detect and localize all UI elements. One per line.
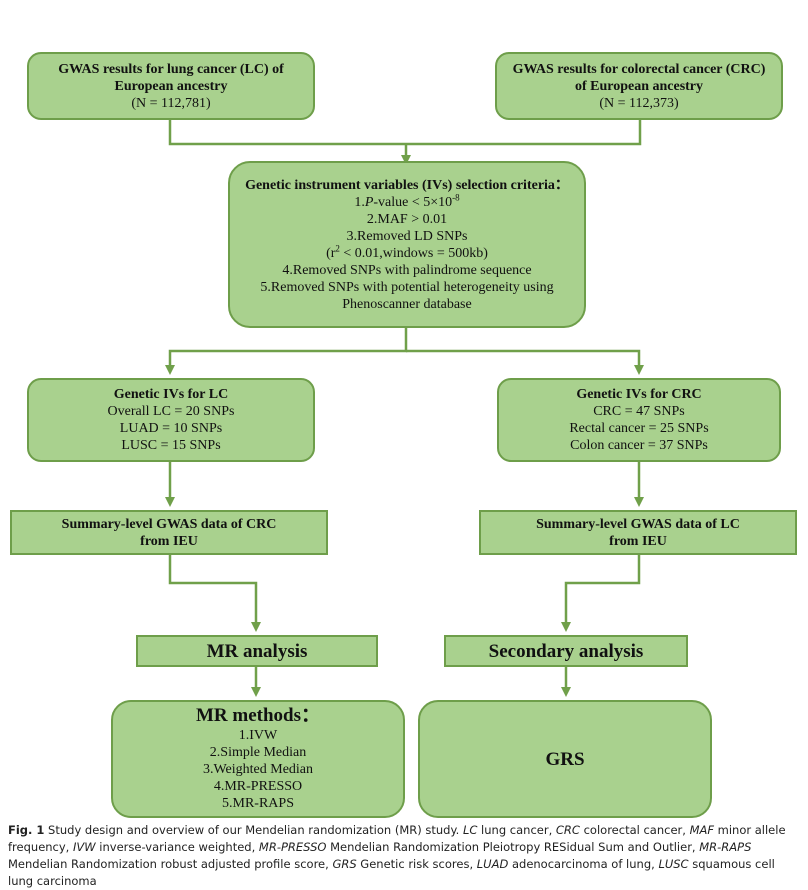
ivs-crc-item: Colon cancer = 37 SNPs	[570, 438, 708, 453]
gwas-lc-line1: GWAS results for lung cancer (LC) of	[58, 61, 284, 77]
criteria-item-5: 5.Removed SNPs with potential heterogene…	[260, 279, 554, 295]
mr-analysis-box: MR analysis	[136, 635, 378, 667]
secondary-analysis-label: Secondary analysis	[488, 640, 644, 662]
gwas-crc-box: GWAS results for colorectal cancer (CRC)…	[495, 52, 783, 120]
selection-criteria-box: Genetic instrument variables (IVs) selec…	[228, 161, 586, 328]
criteria-item-4: 4.Removed SNPs with palindrome sequence	[282, 262, 532, 278]
gwas-crc-line2: of European ancestry	[574, 78, 704, 94]
gwas-crc-line3: (N = 112,373)	[599, 95, 679, 111]
criteria-title: Genetic instrument variables (IVs) selec…	[245, 177, 569, 193]
ivs-lc-item: LUSC = 15 SNPs	[121, 438, 221, 453]
ivs-crc-title: Genetic IVs for CRC	[576, 387, 702, 402]
mr-method-item: 4.MR-PRESSO	[213, 778, 303, 794]
ivs-lc-title: Genetic IVs for LC	[113, 387, 229, 402]
summary-crc-line1: Summary-level GWAS data of CRC	[61, 516, 277, 532]
summary-lc-line2: from IEU	[609, 533, 667, 549]
ivs-lc-item: LUAD = 10 SNPs	[119, 421, 223, 436]
summary-crc-box: Summary-level GWAS data of CRC from IEU	[10, 510, 328, 555]
grs-box: GRS	[418, 700, 712, 818]
gwas-lc-line3: (N = 112,781)	[131, 95, 211, 111]
mr-method-item: 1.IVW	[238, 727, 278, 743]
grs-label: GRS	[545, 748, 585, 770]
ivs-crc-item: Rectal cancer = 25 SNPs	[569, 421, 709, 436]
ivs-lc-box: Genetic IVs for LC Overall LC = 20 SNPs …	[27, 378, 315, 462]
caption-label: Fig. 1	[8, 823, 45, 837]
gwas-lc-box: GWAS results for lung cancer (LC) of Eur…	[27, 52, 315, 120]
criteria-item-3: 3.Removed LD SNPs	[346, 228, 468, 244]
criteria-item-1: 1.P-value < 5×10-8	[354, 191, 460, 210]
ivs-crc-item: CRC = 47 SNPs	[593, 404, 685, 419]
mr-method-item: 5.MR-RAPS	[222, 795, 294, 811]
gwas-lc-line2: European ancestry	[114, 78, 228, 94]
ivs-lc-item: Overall LC = 20 SNPs	[107, 404, 235, 419]
mr-methods-box: MR methods： 1.IVW 2.Simple Median 3.Weig…	[111, 700, 405, 818]
summary-crc-line2: from IEU	[140, 533, 198, 549]
summary-lc-box: Summary-level GWAS data of LC from IEU	[479, 510, 797, 555]
gwas-crc-line1: GWAS results for colorectal cancer (CRC)	[512, 61, 766, 77]
criteria-item-2: 2.MAF > 0.01	[366, 211, 448, 227]
mr-method-item: 3.Weighted Median	[202, 761, 314, 777]
mr-methods-title: MR methods：	[195, 704, 321, 726]
ivs-crc-box: Genetic IVs for CRC CRC = 47 SNPs Rectal…	[497, 378, 781, 462]
summary-lc-line1: Summary-level GWAS data of LC	[536, 516, 740, 532]
criteria-item-3-detail: (r2 < 0.01,windows = 500kb)	[326, 242, 488, 261]
mr-analysis-label: MR analysis	[206, 640, 308, 662]
criteria-item-5-cont: Phenoscanner database	[342, 296, 472, 312]
figure-caption: Fig. 1 Study design and overview of our …	[8, 823, 786, 888]
mr-method-item: 2.Simple Median	[209, 744, 307, 760]
secondary-analysis-box: Secondary analysis	[444, 635, 688, 667]
